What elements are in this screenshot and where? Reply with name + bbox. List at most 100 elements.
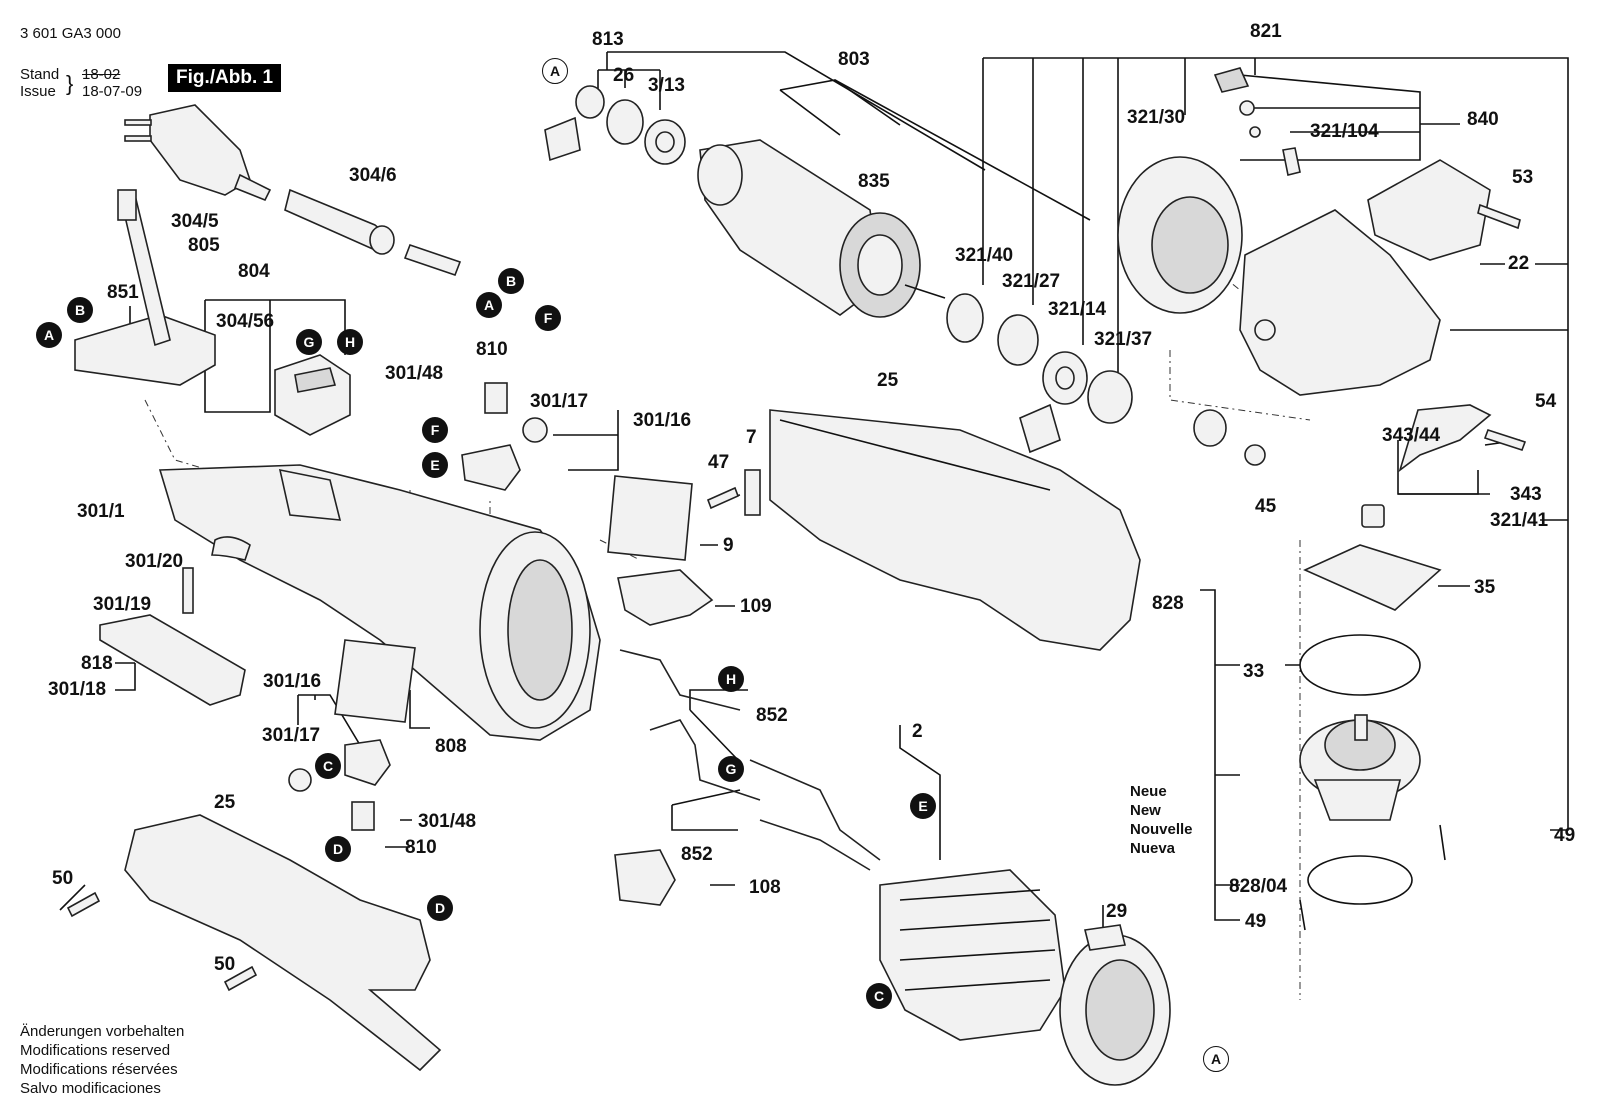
part-label: 301/16 [263,671,322,692]
callout-a: A [36,322,62,348]
part-label: 33 [1243,661,1265,682]
part-label: 851 [107,282,139,303]
leader-lines [59,51,1569,986]
callout-f: F [535,305,561,331]
callout-b: B [498,268,524,294]
part-label: 109 [740,596,772,617]
part-label: 26 [613,65,635,86]
part-label: 813 [592,29,624,50]
part-label: 808 [435,736,467,757]
part-label: 343 [1510,484,1542,505]
issue-label: Issue [20,83,56,100]
footer-note-de: Änderungen vorbehalten [20,1023,185,1040]
part-label: 45 [1255,496,1277,517]
callout-e: E [422,452,448,478]
part-label: 852 [756,705,788,726]
part-label: 301/18 [48,679,107,700]
part-label: 321/14 [1048,299,1107,320]
callout-b: B [67,297,93,323]
part-label: 9 [723,535,734,556]
part-label: 304/5 [171,211,219,232]
brush-holder-upper [461,382,548,491]
callout-d: D [427,895,453,921]
callout-g: G [718,756,744,782]
part-label: 852 [681,844,713,865]
part-label: 49 [1245,911,1267,932]
brace: } [66,71,74,96]
neue-note-de: Neue [1130,783,1167,800]
part-label: 50 [214,954,236,975]
part-label: 321/40 [955,245,1014,266]
callout-d: D [325,836,351,862]
neue-note-fr: Nouvelle [1130,821,1193,838]
handle-upper [709,409,1141,651]
part-label: 828/04 [1229,876,1288,897]
bearing-set-right [946,293,1133,454]
part-label: 3/13 [648,75,685,96]
part-label: 321/37 [1094,329,1153,350]
callout-a: A [1203,1046,1229,1072]
part-label: 301/1 [77,501,125,522]
part-label: 301/48 [385,363,444,384]
callout-a: A [476,292,502,318]
part-label: 7 [746,427,757,448]
footer-note-fr: Modifications réservées [20,1061,178,1078]
part-label: 343/44 [1382,425,1441,446]
callout-h: H [337,329,363,355]
label-sheet-808 [334,639,416,723]
callout-a: A [542,58,568,84]
power-plug [124,104,272,202]
spindle-lock [1193,404,1521,473]
part-label: 47 [708,452,730,473]
cord-sleeve [284,188,395,255]
stand-value: 18-02 [82,66,121,83]
figure-tag: Fig./Abb. 1 [168,64,282,92]
part-label: 25 [877,370,899,391]
callout-c: C [866,983,892,1009]
part-label: 840 [1467,109,1499,130]
neue-note-es: Nueva [1130,840,1176,857]
stand-label: Stand [20,66,60,83]
field-coil [879,869,1066,1041]
callout-e: E [910,793,936,819]
part-label: 108 [749,877,781,898]
part-label: 803 [838,49,870,70]
part-label: 25 [214,792,236,813]
part-label: 54 [1535,391,1557,412]
part-label: 810 [476,339,508,360]
callout-f: F [422,417,448,443]
handle-lower [124,814,442,1072]
part-label: 835 [858,171,890,192]
part-label: 53 [1512,167,1534,188]
part-label: 301/16 [633,410,692,431]
label-sheet-9 [607,475,693,561]
switch-module [274,354,351,436]
springs-and-spacers [99,536,251,706]
part-label: 321/104 [1310,121,1379,142]
footer-note-en: Modifications reserved [20,1042,171,1059]
part-label: 50 [52,868,74,889]
bearings-left [544,85,686,165]
gear-head [1213,67,1491,396]
footer-note-es: Salvo modificaciones [20,1080,161,1097]
part-label: 321/30 [1127,107,1186,128]
part-label: 49 [1554,825,1576,846]
wiring [614,649,881,906]
motor-housing [158,464,601,741]
callout-h: H [718,666,744,692]
part-label: 301/48 [418,811,477,832]
part-label: 321/41 [1490,510,1549,531]
switch-board [74,189,216,386]
gear-assembly [1299,504,1446,931]
guard-plate [1117,156,1243,314]
part-label: 828 [1152,593,1184,614]
part-label: 805 [188,235,220,256]
issue-value: 18-07-09 [82,83,143,100]
callout-g: G [296,329,322,355]
cord-end [403,243,462,277]
part-label: 304/56 [216,311,275,332]
part-label: 29 [1106,901,1128,922]
neue-note-en: New [1130,802,1161,819]
